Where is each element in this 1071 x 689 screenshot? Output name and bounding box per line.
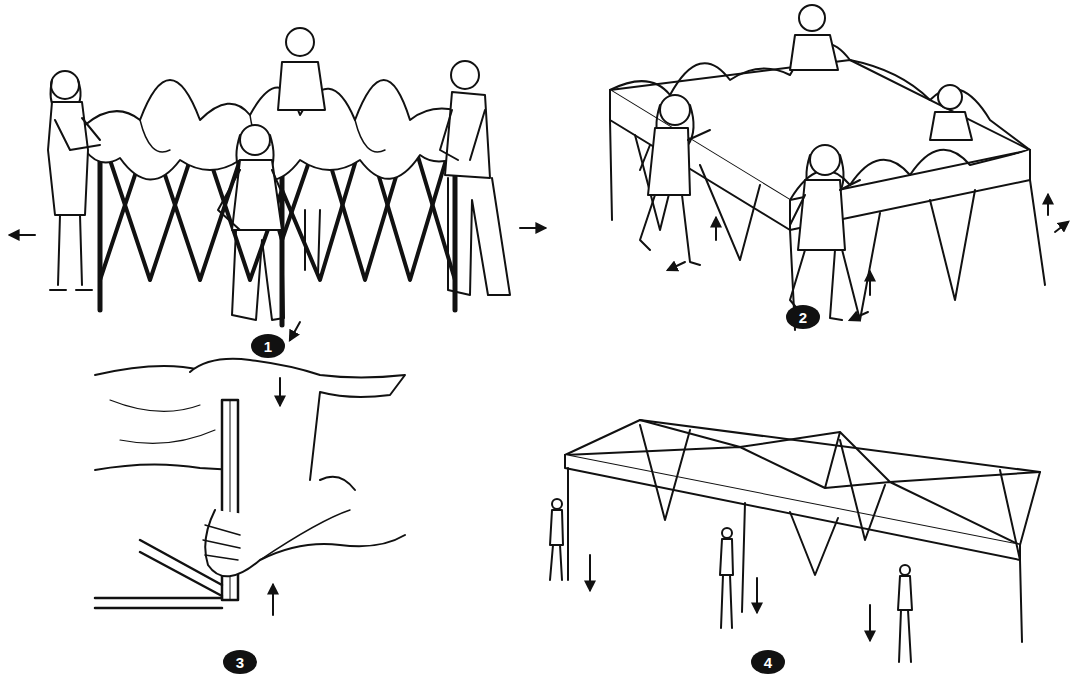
step-badge: 2 (786, 305, 820, 329)
step-badge: 4 (751, 650, 785, 674)
panel-2 (610, 5, 1068, 330)
step-number: 4 (764, 655, 772, 670)
step-badge: 1 (251, 334, 285, 358)
panel-3 (95, 359, 405, 615)
step-badge: 3 (223, 650, 257, 674)
panel-4 (550, 420, 1040, 662)
step-number: 2 (799, 310, 807, 325)
step-number: 1 (264, 339, 272, 354)
step-number: 3 (236, 655, 244, 670)
panel-1 (10, 28, 545, 340)
